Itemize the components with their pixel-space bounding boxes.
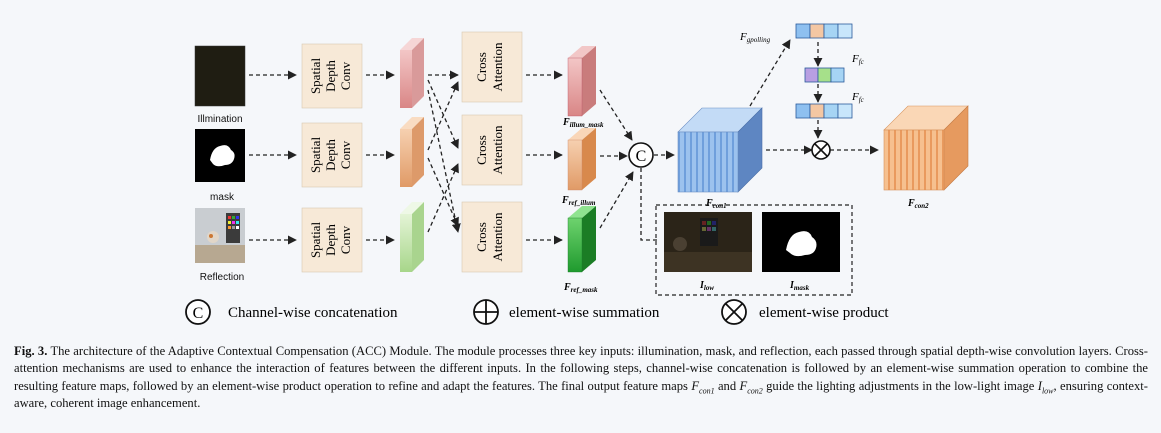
conv-label-line: Depth xyxy=(323,139,338,171)
caption-figure-label: Fig. 3. xyxy=(14,344,48,358)
legend-concat-symbol: C xyxy=(193,305,204,322)
concat-symbol-letter: C xyxy=(636,148,647,165)
legend-product: element-wise product xyxy=(721,299,889,325)
figure-caption: Fig. 3. The architecture of the Adaptive… xyxy=(14,343,1148,413)
label-f-ref-mask: Fref_mask xyxy=(563,282,598,294)
label-f-ref-illum: Fref_illum xyxy=(561,195,596,207)
label-f-con1: Fcon1 xyxy=(705,198,727,210)
conv-label-line: Conv xyxy=(338,140,353,169)
conv-label-line: Spatial xyxy=(308,222,323,258)
input-reflection: Reflection xyxy=(195,208,245,283)
fc-vector-2 xyxy=(795,103,853,119)
conv-label-line: Depth xyxy=(323,60,338,92)
illumination-label: Illmination xyxy=(197,114,242,125)
caption-and: and xyxy=(717,378,737,393)
attention-label-line: Cross xyxy=(474,52,489,82)
cross-attention-3: Cross Attention xyxy=(461,201,523,273)
legend-summation-label: element-wise summation xyxy=(509,305,660,321)
conv-block-2: Spatial Depth Conv xyxy=(301,122,363,188)
legend-product-label: element-wise product xyxy=(759,305,889,321)
attention-label-line: Cross xyxy=(474,135,489,165)
caption-f-con1: Fcon1 xyxy=(691,378,715,396)
caption-text-part1: The architecture of the Adaptive Context… xyxy=(14,344,1149,393)
cross-attention-1: Cross Attention xyxy=(461,31,523,103)
feature-ref-mask xyxy=(567,206,596,273)
conv-label-line: Conv xyxy=(338,61,353,90)
legend: C Channel-wise concatenation element-wis… xyxy=(185,299,889,325)
legend-summation: element-wise summation xyxy=(473,299,660,325)
f-con1-cube xyxy=(677,107,763,193)
conv-label-line: Spatial xyxy=(308,58,323,94)
concat-symbol: C xyxy=(628,142,654,168)
label-f-fc-1: Ffc xyxy=(851,53,865,66)
caption-i-low: Ilow xyxy=(1037,378,1054,396)
attention-label-line: Attention xyxy=(490,212,505,262)
label-i-mask: Imask xyxy=(789,280,810,292)
feature-slab-3 xyxy=(400,202,424,272)
product-symbol xyxy=(811,140,831,160)
legend-concat: C Channel-wise concatenation xyxy=(185,299,398,325)
legend-concat-label: Channel-wise concatenation xyxy=(228,305,398,321)
attention-label-line: Attention xyxy=(490,125,505,175)
image-inputs-box: Ilow Imask xyxy=(655,204,853,296)
input-mask: mask xyxy=(195,129,245,203)
f-con2-cube xyxy=(883,105,969,191)
gpool-vector xyxy=(795,23,853,39)
conv-block-1: Spatial Depth Conv xyxy=(301,43,363,109)
illumination-image xyxy=(194,45,246,107)
feature-ref-illum xyxy=(567,128,596,191)
feature-slab-2 xyxy=(400,117,424,187)
cross-attention-2: Cross Attention xyxy=(461,114,523,186)
conv-label-line: Spatial xyxy=(308,137,323,173)
input-illumination: Illmination xyxy=(194,45,246,125)
caption-text-part2: guide the lighting adjustments in the lo… xyxy=(766,378,1035,393)
conv-label-line: Depth xyxy=(323,224,338,256)
conv-label-line: Conv xyxy=(338,225,353,254)
label-f-con2: Fcon2 xyxy=(907,198,929,210)
feature-slab-1 xyxy=(400,38,424,108)
label-f-illum-mask: Fillum_mask xyxy=(562,117,604,129)
attention-label-line: Attention xyxy=(490,42,505,92)
acc-module-diagram: Illmination mask Reflection Spatial Dept… xyxy=(185,23,969,325)
mask-label: mask xyxy=(210,192,235,203)
label-f-fc-2: Ffc xyxy=(851,91,865,104)
reflection-label: Reflection xyxy=(200,272,244,283)
label-i-low: Ilow xyxy=(699,280,714,292)
fc-vector-1 xyxy=(804,67,845,83)
mask-silhouette xyxy=(210,145,235,167)
caption-f-con2: Fcon2 xyxy=(739,378,763,396)
attention-label-line: Cross xyxy=(474,222,489,252)
feature-illum-mask xyxy=(567,46,596,117)
label-f-gpolling: Fgpolling xyxy=(739,31,771,44)
conv-block-3: Spatial Depth Conv xyxy=(301,207,363,273)
caption-text-part3: , ensuring context-aware, coherent image… xyxy=(14,378,1148,411)
